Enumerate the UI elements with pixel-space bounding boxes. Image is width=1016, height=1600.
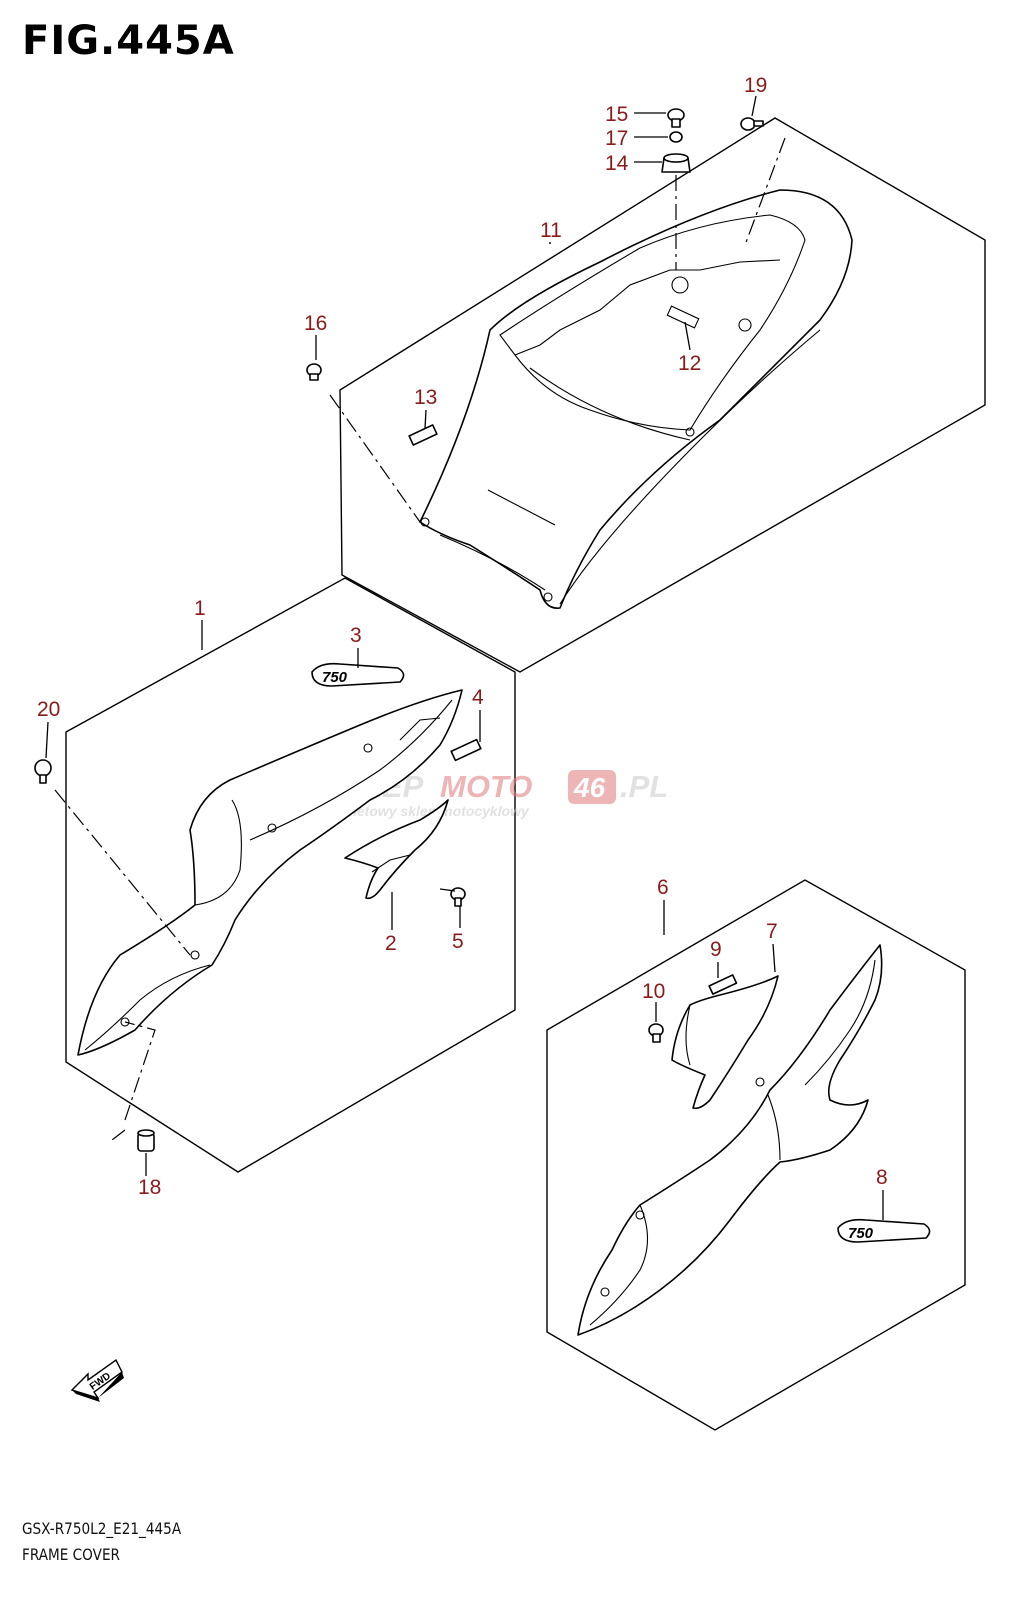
watermark-mid: MOTO [440, 769, 532, 804]
callout-6: 6 [657, 876, 669, 899]
part-3-emblem: 750 [311, 662, 405, 687]
part-15-bolt [667, 108, 685, 128]
callout-15: 15 [605, 103, 628, 126]
assembly-line-20 [54, 789, 191, 956]
callout-7: 7 [766, 920, 778, 943]
figure-title: FIG.445A [22, 18, 235, 64]
part-14-grommet [661, 153, 691, 173]
part-1-left-frame-cover [77, 689, 463, 1056]
model-code: GSX-R750L2_E21_445A [22, 1519, 182, 1538]
part-20-screw [34, 759, 52, 784]
part-8-emblem: 750 [837, 1218, 931, 1243]
part-9-label [708, 974, 738, 995]
assembly-line-19 [744, 137, 786, 246]
group-box-left-cover [65, 577, 516, 1173]
group-box-seat-tail [339, 117, 986, 673]
part-13-label [408, 424, 438, 446]
figure-caption: FRAME COVER [22, 1545, 120, 1564]
emblem-text-3: 750 [322, 669, 348, 686]
callout-13: 13 [414, 386, 437, 409]
callout-5: 5 [452, 930, 464, 953]
callout-18: 18 [138, 1176, 161, 1199]
part-6-right-frame-cover [577, 944, 883, 1336]
figure-footer: GSX-R750L2_E21_445A FRAME COVER [22, 1516, 181, 1568]
callout-8: 8 [876, 1166, 888, 1189]
part-19-screw [740, 117, 764, 131]
callout-12: 12 [678, 352, 701, 375]
callout-16: 16 [304, 312, 327, 335]
callout-9: 9 [710, 938, 722, 961]
part-7-inner-cover [671, 975, 779, 1110]
emblem-text-8: 750 [848, 1225, 874, 1242]
callout-11: 11 [540, 219, 562, 242]
part-4-label [450, 738, 482, 762]
assembly-line-18 [111, 1021, 156, 1141]
part-17-washer [669, 131, 683, 143]
callout-3: 3 [350, 624, 362, 647]
watermark-tagline: internetowy sklep motocyklowy [318, 803, 530, 819]
label-12 [666, 305, 700, 329]
part-11-seat-tail-cover [419, 189, 853, 609]
callout-20: 20 [37, 698, 60, 721]
group-box-right-cover [546, 879, 966, 1431]
part-16-nut [306, 363, 322, 381]
watermark-badge: 46 [573, 772, 606, 803]
callout-1: 1 [194, 597, 206, 620]
callout-14: 14 [605, 152, 629, 175]
callout-19: 19 [744, 74, 767, 97]
watermark-suffix: .PL [620, 769, 668, 804]
callout-10: 10 [642, 980, 665, 1003]
part-18-grommet [137, 1129, 155, 1152]
fwd-arrow-icon: FWD [70, 1358, 124, 1402]
assembly-line-16 [329, 394, 421, 523]
part-10-screw [648, 1023, 664, 1043]
leader-lines [45, 95, 884, 1220]
callout-2: 2 [385, 932, 397, 955]
part-2-cover-piece [344, 799, 449, 900]
callout-4: 4 [472, 686, 484, 709]
callout-17: 17 [605, 127, 628, 150]
